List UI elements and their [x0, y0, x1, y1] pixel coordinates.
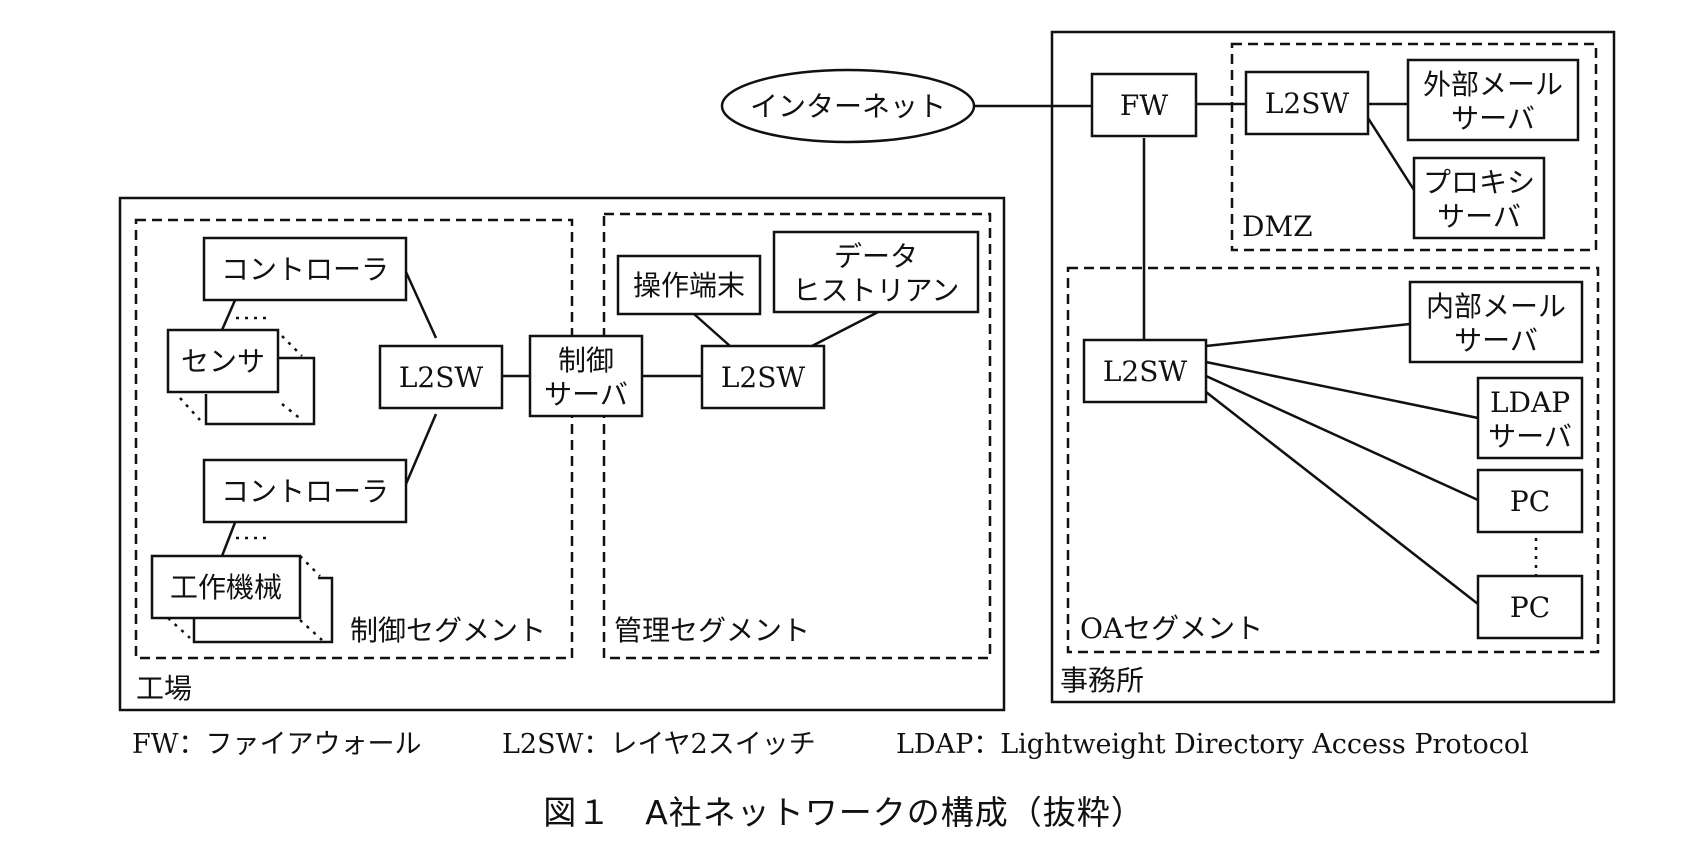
- int-mail-server-node: [1408, 280, 1584, 364]
- pc2-label: PC: [1510, 591, 1550, 624]
- int-mail-label-2: サーバ: [1454, 324, 1538, 357]
- controller1-node: [202, 236, 408, 302]
- proxy-label-2: サーバ: [1437, 200, 1521, 233]
- office-zone: [1050, 30, 1616, 704]
- control-segment-zone: [134, 218, 574, 660]
- ctrl-l2sw-label: L2SW: [399, 361, 484, 394]
- dmz-zone: [1230, 42, 1598, 252]
- dmz-l2sw-label: L2SW: [1265, 87, 1350, 120]
- machine-node: [150, 554, 302, 620]
- stack-dots: [167, 316, 1538, 641]
- links: [220, 102, 1479, 605]
- factory-label: 工場: [136, 672, 192, 705]
- pc1-node: [1476, 468, 1584, 534]
- proxy-server-node: [1412, 156, 1546, 240]
- sensor-label: センサ: [181, 345, 265, 378]
- office-label: 事務所: [1060, 664, 1144, 697]
- historian-label-2: ヒストリアン: [793, 274, 960, 307]
- internet-node: [720, 68, 976, 144]
- pc2-node: [1476, 574, 1584, 640]
- ldap-label-2: サーバ: [1488, 420, 1572, 453]
- controller2-label: コントローラ: [221, 475, 389, 508]
- fw-label: FW: [1120, 89, 1168, 122]
- op-terminal-node: [616, 254, 762, 316]
- proxy-label-1: プロキシ: [1423, 166, 1535, 199]
- ctrl-l2sw-node: [378, 344, 504, 410]
- internet-label: インターネット: [750, 90, 946, 123]
- historian-node: [772, 230, 980, 314]
- fw-node: [1090, 72, 1198, 138]
- stack-back-boxes: [192, 356, 334, 644]
- factory-zone: [118, 196, 1006, 712]
- oa-l2sw-label: L2SW: [1103, 355, 1188, 388]
- controller1-label: コントローラ: [221, 253, 389, 286]
- ctrl-server-label-1: 制御: [558, 344, 614, 377]
- controller2-node: [202, 458, 408, 524]
- dmz-l2sw-node: [1244, 70, 1370, 136]
- control-segment-label: 制御セグメント: [350, 614, 546, 647]
- management-segment-zone: [602, 212, 992, 660]
- ldap-server-node: [1476, 376, 1584, 460]
- mgmt-l2sw-label: L2SW: [721, 361, 806, 394]
- op-terminal-label: 操作端末: [633, 269, 745, 302]
- oa-l2sw-node: [1082, 338, 1208, 404]
- pc1-label: PC: [1510, 485, 1550, 518]
- ext-mail-server-node: [1406, 58, 1580, 142]
- oa-segment-zone: [1066, 266, 1600, 654]
- dmz-label: DMZ: [1242, 210, 1313, 243]
- ldap-label-1: LDAP: [1490, 386, 1570, 419]
- management-segment-label: 管理セグメント: [614, 614, 810, 647]
- ext-mail-label-1: 外部メール: [1423, 68, 1563, 101]
- machine-label: 工作機械: [170, 571, 282, 604]
- sensor-node: [166, 328, 280, 394]
- ext-mail-label-2: サーバ: [1451, 102, 1535, 135]
- ctrl-server-node: [528, 334, 644, 418]
- mgmt-l2sw-node: [700, 344, 826, 410]
- historian-label-1: データ: [834, 240, 918, 273]
- ctrl-server-label-2: サーバ: [544, 378, 628, 411]
- oa-segment-label: OAセグメント: [1080, 612, 1263, 645]
- int-mail-label-1: 内部メール: [1426, 290, 1566, 323]
